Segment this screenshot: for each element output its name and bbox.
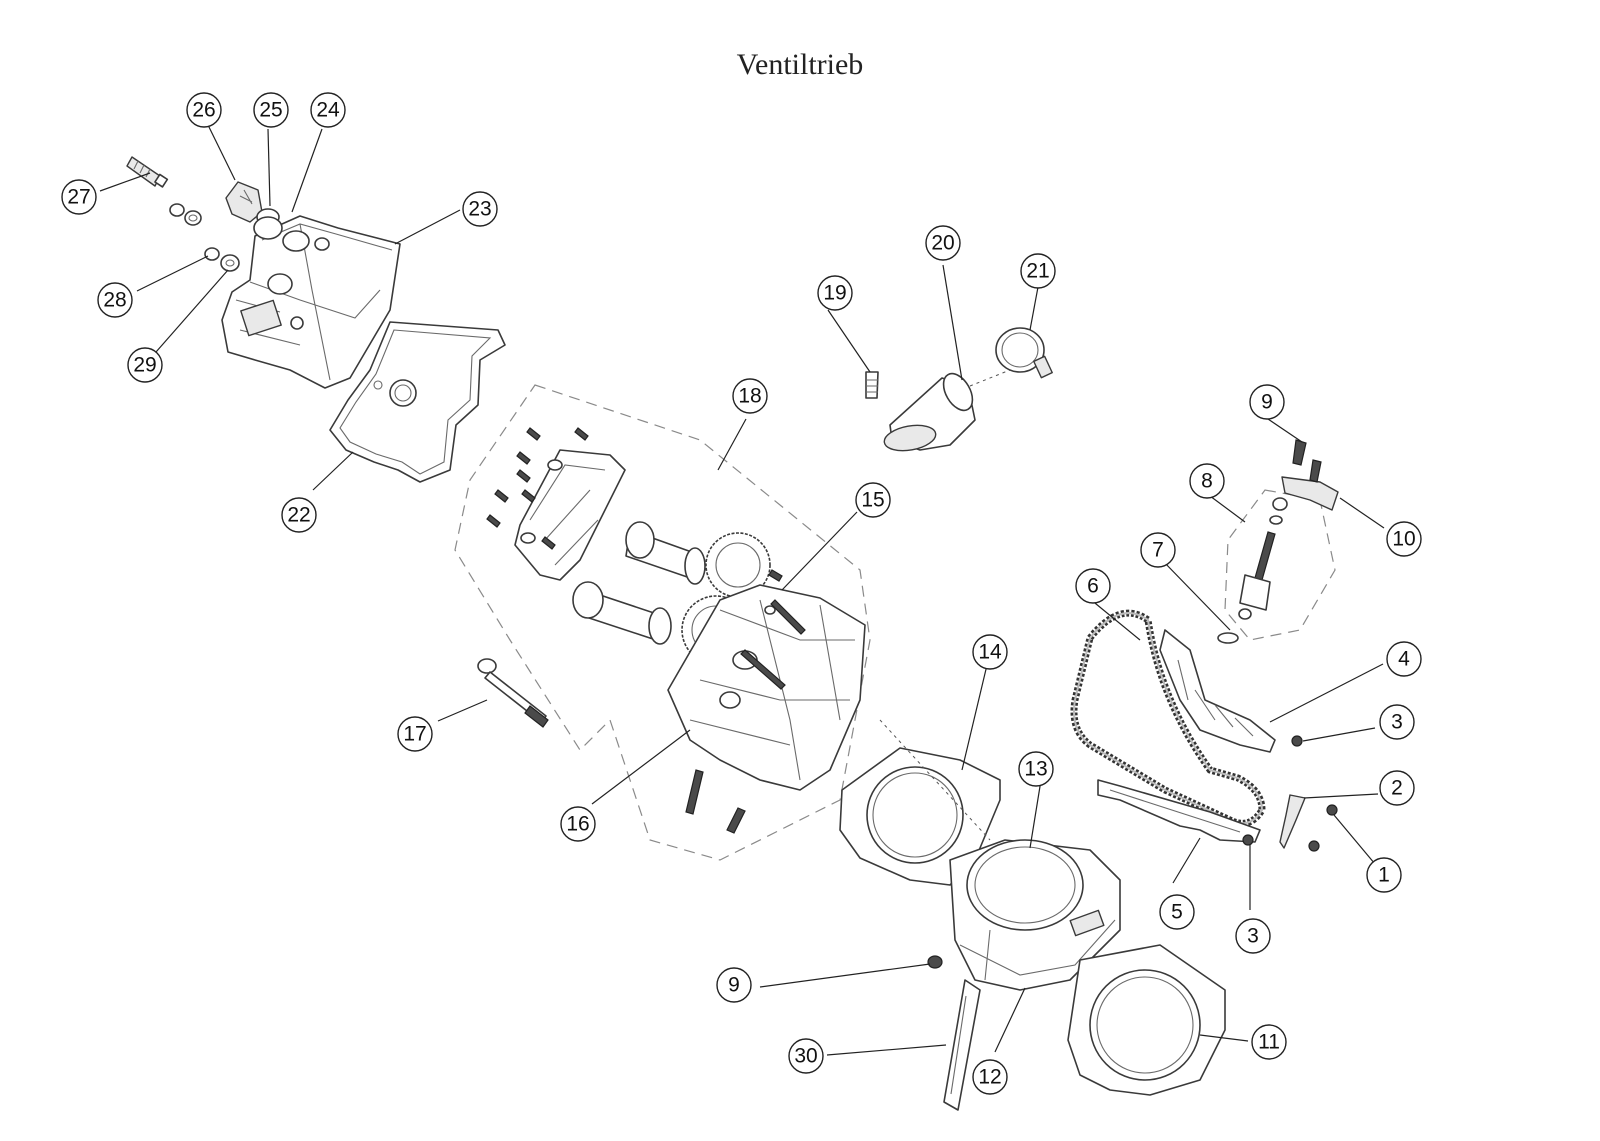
part-base-gasket — [1067, 944, 1226, 1096]
callout-10: 10 — [1386, 521, 1422, 557]
callout-19: 19 — [817, 275, 853, 311]
callout-28: 28 — [97, 282, 133, 318]
part-chain-tensioner — [1238, 497, 1288, 620]
svg-text:5: 5 — [1171, 901, 1183, 924]
callout-1: 1 — [1366, 857, 1402, 893]
svg-text:13: 13 — [1024, 758, 1047, 781]
callout-8: 8 — [1189, 463, 1225, 499]
svg-text:9: 9 — [728, 974, 740, 997]
svg-text:26: 26 — [192, 99, 215, 122]
callout-9-top: 9 — [1249, 384, 1285, 420]
part-bolt-19 — [865, 371, 879, 399]
callout-25: 25 — [253, 92, 289, 128]
assembly-boundary-18 — [454, 384, 871, 861]
svg-text:15: 15 — [861, 489, 884, 512]
svg-text:6: 6 — [1087, 575, 1099, 598]
part-intake-boot — [883, 372, 976, 452]
svg-text:24: 24 — [316, 99, 340, 122]
part-washer-7 — [1217, 632, 1239, 644]
part-tensioner-cover — [1281, 439, 1339, 511]
callout-21: 21 — [1020, 253, 1056, 289]
callout-18: 18 — [732, 378, 768, 414]
callout-15: 15 — [855, 482, 891, 518]
svg-text:4: 4 — [1398, 648, 1410, 671]
callout-2: 2 — [1379, 770, 1415, 806]
svg-text:18: 18 — [738, 385, 761, 408]
callout-22: 22 — [281, 497, 317, 533]
diagram-title: Ventiltrieb — [737, 48, 864, 81]
axis-line-intake — [969, 369, 1011, 387]
svg-text:12: 12 — [978, 1066, 1001, 1089]
svg-text:23: 23 — [468, 198, 491, 221]
svg-text:16: 16 — [566, 813, 589, 836]
svg-text:17: 17 — [403, 723, 426, 746]
svg-text:2: 2 — [1391, 777, 1403, 800]
svg-text:30: 30 — [794, 1045, 817, 1068]
callout-3-upper: 3 — [1379, 704, 1415, 740]
callout-27: 27 — [61, 179, 97, 215]
svg-text:3: 3 — [1247, 925, 1259, 948]
svg-text:22: 22 — [287, 504, 310, 527]
part-camshafts — [572, 521, 706, 645]
part-cylinder-head — [667, 584, 866, 791]
callout-24: 24 — [310, 92, 346, 128]
callout-13: 13 — [1018, 751, 1054, 787]
part-bolt-9b — [927, 955, 943, 969]
part-valve-cover — [221, 215, 401, 389]
part-chain-guide-rail — [1159, 629, 1276, 753]
callout-4: 4 — [1386, 641, 1422, 677]
callout-26: 26 — [186, 92, 222, 128]
part-guide-2 — [1279, 794, 1306, 849]
svg-text:14: 14 — [978, 641, 1002, 664]
part-head-bolt — [477, 658, 549, 728]
assembly-boundary-8 — [1224, 489, 1336, 641]
part-hose-clamp — [995, 327, 1053, 379]
part-bolts-1-3 — [1242, 735, 1338, 852]
part-timing-chain — [1070, 609, 1266, 827]
callout-6: 6 — [1075, 568, 1111, 604]
callout-16: 16 — [560, 806, 596, 842]
axis-line-head — [879, 719, 991, 841]
callout-20: 20 — [925, 225, 961, 261]
svg-text:7: 7 — [1152, 539, 1164, 562]
svg-text:10: 10 — [1392, 528, 1415, 551]
svg-text:19: 19 — [823, 282, 846, 305]
callout-7: 7 — [1140, 532, 1176, 568]
part-sensor — [126, 156, 169, 188]
callout-29: 29 — [127, 347, 163, 383]
part-gasket-strip — [943, 979, 981, 1111]
svg-text:25: 25 — [259, 99, 282, 122]
part-small-bolts — [169, 203, 240, 272]
callout-3-lower: 3 — [1235, 918, 1271, 954]
svg-text:20: 20 — [931, 232, 954, 255]
part-head-gasket — [839, 747, 1001, 886]
svg-text:1: 1 — [1378, 864, 1390, 887]
callout-11: 11 — [1251, 1024, 1287, 1060]
part-cam-bridge — [514, 449, 626, 581]
callout-17: 17 — [397, 716, 433, 752]
callout-14: 14 — [972, 634, 1008, 670]
svg-text:3: 3 — [1391, 711, 1403, 734]
svg-text:28: 28 — [103, 289, 126, 312]
callout-12: 12 — [972, 1059, 1008, 1095]
part-cylinder — [949, 839, 1121, 991]
part-bridge-bolts — [486, 427, 589, 550]
callout-5: 5 — [1159, 894, 1195, 930]
part-head-studs — [685, 769, 746, 834]
svg-text:9: 9 — [1261, 391, 1273, 414]
svg-text:11: 11 — [1258, 1031, 1280, 1054]
svg-text:29: 29 — [133, 354, 156, 377]
callout-30: 30 — [788, 1038, 824, 1074]
svg-text:8: 8 — [1201, 470, 1213, 493]
callout-9-bottom: 9 — [716, 967, 752, 1003]
leader-lines — [99, 124, 1385, 1056]
part-cover-gasket — [329, 321, 506, 483]
svg-text:21: 21 — [1026, 260, 1049, 283]
callout-23: 23 — [462, 191, 498, 227]
svg-text:27: 27 — [67, 186, 90, 209]
part-tensioner-rail — [1097, 779, 1261, 843]
